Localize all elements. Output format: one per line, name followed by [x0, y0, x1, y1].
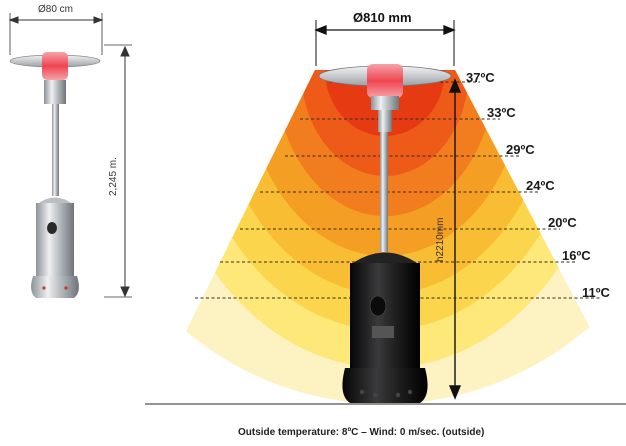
large-height-label: h2210mm: [435, 217, 446, 262]
large-height-dimension: [448, 78, 462, 400]
large-base-vent: [372, 392, 378, 398]
large-base: [342, 368, 428, 403]
large-diameter-dimension: [314, 20, 456, 66]
large-flame-tube: [367, 64, 403, 98]
small-body: [36, 203, 74, 278]
temp-label-16: 16ºC: [562, 248, 591, 263]
small-height-dimension: [104, 44, 132, 298]
small-height-label: 2,245 m.: [108, 157, 119, 196]
small-diameter-label: Ø80 cm: [38, 4, 74, 15]
large-body: [350, 263, 420, 371]
small-body-hole: [47, 222, 57, 234]
temp-label-29: 29ºC: [506, 142, 535, 157]
small-diameter-dimension: [8, 13, 104, 55]
large-base-vent: [359, 389, 365, 395]
outside-conditions-caption: Outside temperature: 8ºC – Wind: 0 m/sec…: [238, 427, 485, 438]
small-base-vent: [64, 286, 68, 290]
small-base-vent: [42, 286, 46, 290]
large-body-label: [372, 326, 394, 338]
large-diameter-label: Ø810 mm: [353, 10, 412, 25]
temp-label-11: 11ºC: [582, 285, 610, 300]
small-base: [31, 276, 79, 298]
large-post-top: [378, 110, 392, 132]
heat-zones: [150, 70, 626, 404]
small-burner-head: [44, 80, 66, 104]
temp-label-24: 24ºC: [526, 178, 555, 193]
large-heater: [318, 64, 452, 403]
temp-label-37: 37ºC: [466, 70, 495, 85]
small-post: [52, 104, 59, 196]
large-burner-head: [371, 96, 399, 110]
small-flame-tube: [42, 52, 68, 80]
temp-label-20: 20ºC: [548, 215, 577, 230]
large-body-hole: [369, 295, 387, 317]
large-base-vent: [407, 389, 413, 395]
large-post: [380, 132, 388, 252]
large-body-top: [350, 252, 420, 265]
temp-label-33: 33ºC: [487, 105, 516, 120]
large-base-vent: [395, 392, 401, 398]
small-heater: [9, 52, 101, 298]
